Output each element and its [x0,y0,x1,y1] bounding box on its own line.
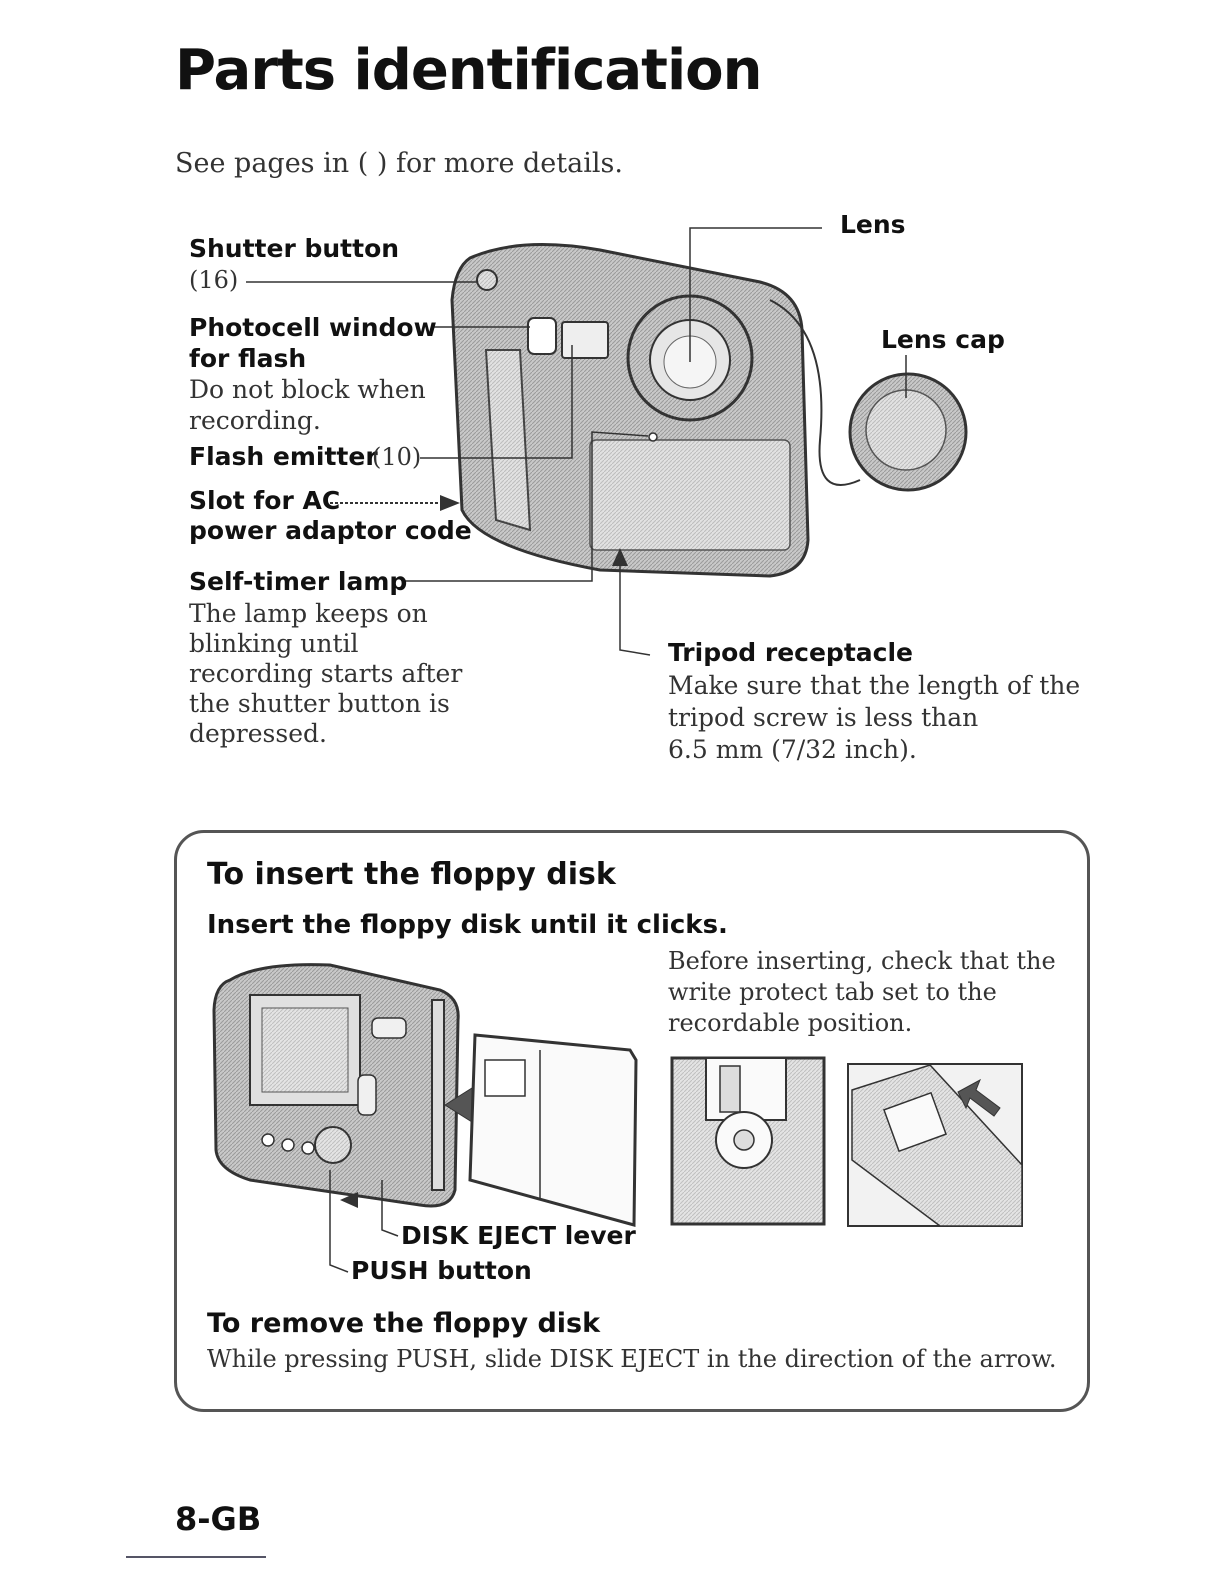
floppy-illustrations [212,963,1023,1273]
slot-label-1: Slot for AC [189,486,341,515]
selftimer-desc-5: depressed. [189,719,327,748]
slide-arrow-icon [957,1078,1001,1117]
photocell-desc-1: Do not block when [189,375,426,404]
photocell-window-shape [527,317,557,355]
remove-text: While pressing PUSH, slide DISK EJECT in… [207,1345,1057,1373]
shutter-page: (16) [189,266,239,294]
self-timer-lamp-shape [648,432,658,442]
photocell-label-2: for flash [189,344,307,373]
photocell-label-1: Photocell window [189,313,437,342]
page-number: 8-GB [175,1500,262,1538]
selftimer-desc-4: the shutter button is [189,689,450,718]
eject-arrow-icon [340,1192,358,1208]
slot-label-2: power adaptor code [189,516,472,545]
slot-arrow-head [440,495,460,511]
flash-label: Flash emitter [189,442,378,471]
write-protect-closeup [847,1063,1023,1227]
remove-heading: To remove the floppy disk [207,1308,601,1339]
flash-emitter-shape [561,321,609,359]
floppy-leader-lines [329,1170,399,1273]
camera-back-shape [212,963,460,1208]
tripod-desc-3: 6.5 mm (7/32 inch). [668,735,917,764]
tripod-label: Tripod receptacle [668,638,913,667]
leader-lines [246,227,907,656]
lens-cap-shape [769,299,968,492]
shutter-label: Shutter button [189,234,400,263]
floppy-instruction: Insert the floppy disk until it clicks. [207,910,728,940]
lens-label: Lens [840,210,906,239]
selftimer-desc-2: blinking until [189,629,359,658]
tripod-arrow-head [612,548,628,566]
shutter-button-shape [476,269,498,291]
floppy-note-line-1: Before inserting, check that the [668,947,1056,975]
photocell-desc-2: recording. [189,406,321,435]
floppy-info-box [174,830,1090,1412]
disk-eject-label: DISK EJECT lever [401,1221,636,1250]
selftimer-desc-3: recording starts after [189,659,463,688]
disk-back-shape [670,1056,826,1226]
page-title: Parts identification [175,38,762,103]
floppy-note: Before inserting, check that the write p… [668,946,1068,1039]
push-button-label: PUSH button [351,1256,532,1285]
selftimer-desc-1: The lamp keeps on [189,599,428,628]
floppy-disk-shape [468,1033,638,1227]
floppy-heading: To insert the floppy disk [207,857,616,892]
footer-rule [126,1556,266,1558]
selftimer-label: Self-timer lamp [189,567,408,596]
lenscap-label: Lens cap [881,325,1005,354]
floppy-note-line-3: recordable position. [668,1009,913,1037]
floppy-note-line-2: write protect tab set to the [668,978,997,1006]
flash-page: (10) [372,443,422,471]
camera-illustration [246,227,968,656]
intro-text: See pages in ( ) for more details. [175,148,623,179]
tripod-desc-1: Make sure that the length of the [668,671,1081,700]
tripod-desc-2: tripod screw is less than [668,703,979,732]
